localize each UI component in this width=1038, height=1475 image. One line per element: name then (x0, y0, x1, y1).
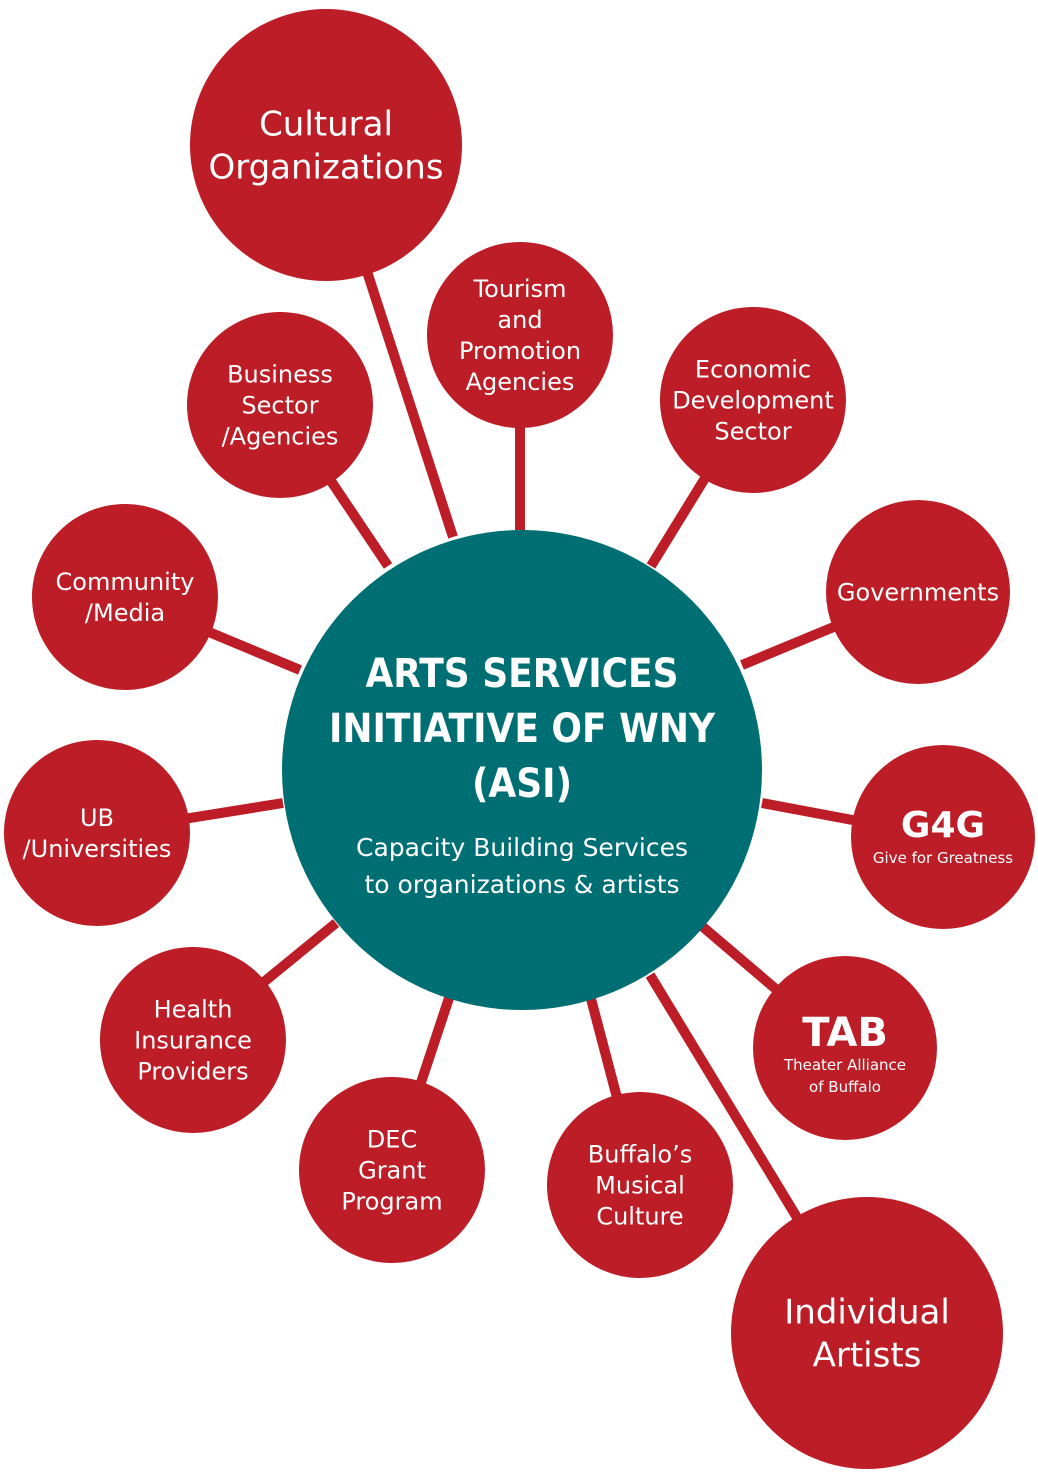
node-label-dec-grant: Grant (358, 1157, 426, 1185)
node-circle-musical-culture (547, 1092, 733, 1278)
connector-governments (740, 621, 839, 670)
node-label-tourism-promotion: Tourism (473, 275, 567, 303)
hub-subtitle-line: Capacity Building Services (356, 833, 688, 862)
node-circle-g4g (851, 745, 1035, 929)
node-governments: Governments (826, 500, 1010, 684)
node-label-tourism-promotion: Promotion (459, 337, 581, 365)
connector-business-sector (325, 476, 393, 569)
node-circle-economic-development (660, 307, 846, 493)
node-circle-community-media (32, 504, 218, 690)
node-label-health-insurance: Providers (137, 1058, 248, 1086)
connector-economic-development (646, 473, 711, 569)
hub-title-line: ARTS SERVICES (365, 651, 678, 697)
node-label-economic-development: Development (672, 387, 834, 415)
node-circle-tourism-promotion (427, 242, 613, 428)
connector-cultural-organizations (361, 269, 458, 539)
node-label-business-sector: Sector (241, 392, 318, 420)
node-label-musical-culture: Musical (595, 1172, 685, 1200)
connector-dec-grant (415, 993, 455, 1088)
node-circle-dec-grant (299, 1077, 485, 1263)
node-label-dec-grant: Program (341, 1188, 442, 1216)
node-community-media: Community/Media (32, 504, 218, 690)
hub: ARTS SERVICES INITIATIVE OF WNY (ASI) Capac… (282, 530, 762, 1010)
node-circle-business-sector (187, 312, 373, 498)
hub-subtitle-line: to organizations & artists (364, 870, 679, 899)
connectors (184, 269, 858, 1223)
connector-universities (184, 798, 284, 824)
node-circle-individual-artists (731, 1197, 1003, 1469)
node-circle-tab (753, 956, 937, 1140)
node-label-dec-grant: DEC (367, 1126, 417, 1154)
connector-health-insurance (258, 919, 340, 988)
hub-title-line: INITIATIVE OF WNY (329, 706, 716, 752)
node-circle-universities (4, 740, 190, 926)
node-label-musical-culture: Buffalo’s (588, 1141, 692, 1169)
node-label-cultural-organizations: Cultural (259, 105, 393, 145)
node-label-business-sector: /Agencies (222, 423, 339, 451)
connector-individual-artists (645, 972, 803, 1223)
node-subtitle-tab: Theater Alliance (783, 1056, 906, 1074)
node-title-tab: TAB (802, 1010, 888, 1056)
node-circle-governments (826, 500, 1010, 684)
connector-musical-culture (585, 993, 623, 1101)
node-subtitle-g4g: Give for Greatness (873, 849, 1013, 867)
node-label-cultural-organizations: Organizations (208, 148, 443, 188)
node-label-community-media: Community (56, 568, 195, 596)
node-label-individual-artists: Artists (813, 1336, 922, 1376)
node-label-universities: UB (80, 804, 114, 832)
node-label-economic-development: Sector (714, 418, 791, 446)
node-label-musical-culture: Culture (596, 1203, 683, 1231)
connector-g4g (761, 798, 858, 826)
connector-tab (699, 923, 782, 995)
node-label-health-insurance: Health (154, 996, 233, 1024)
node-label-universities: /Universities (23, 835, 172, 863)
node-label-tourism-promotion: Agencies (466, 368, 575, 396)
node-label-governments: Governments (837, 579, 999, 607)
node-label-community-media: /Media (85, 599, 165, 627)
node-label-health-insurance: Insurance (134, 1027, 252, 1055)
node-subtitle-tab: of Buffalo (809, 1078, 881, 1096)
node-circle-health-insurance (100, 947, 286, 1133)
connector-community-media (205, 626, 302, 675)
node-label-business-sector: Business (227, 361, 333, 389)
node-label-individual-artists: Individual (784, 1293, 950, 1333)
hub-title-line: (ASI) (472, 761, 572, 807)
node-circle-cultural-organizations (190, 9, 462, 281)
hub-circle (282, 530, 762, 1010)
node-label-tourism-promotion: and (497, 306, 542, 334)
node-g4g: G4G Give for Greatness (851, 745, 1035, 929)
node-label-economic-development: Economic (695, 356, 811, 384)
node-title-g4g: G4G (901, 805, 985, 846)
node-universities: UB/Universities (4, 740, 190, 926)
